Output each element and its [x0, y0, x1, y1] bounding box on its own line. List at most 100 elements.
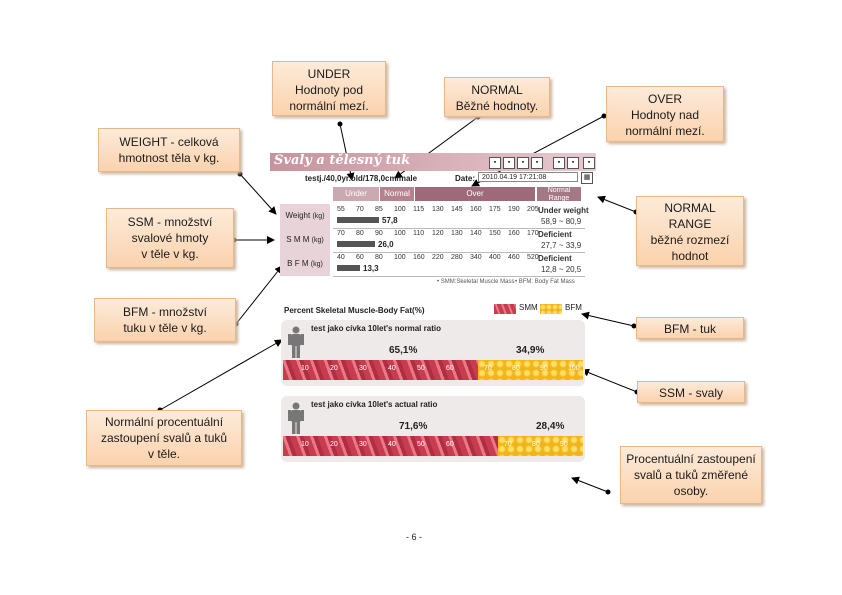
- calendar-icon[interactable]: ▦: [581, 172, 593, 184]
- callout-bfm-line1: BFM - množství: [122, 305, 207, 319]
- tick-label: 80: [375, 254, 383, 261]
- callout-bfm-fat: BFM - tuk: [636, 317, 744, 339]
- row-value-1: 26,0: [378, 240, 394, 249]
- tick-label: 100: [394, 254, 406, 261]
- tick-label: 160: [470, 206, 482, 213]
- callout-normal-pct-line1: Normální procentuální: [104, 415, 224, 429]
- zone-under: Under: [333, 187, 379, 201]
- panel-title: Svaly a tělesný tuk: [274, 153, 411, 168]
- tick-label: 130: [432, 206, 444, 213]
- row-label-text: S M M: [286, 235, 310, 244]
- strip-tick: 60: [446, 365, 454, 372]
- callout-normal-range: NORMAL RANGE běžné rozmezí hodnot: [636, 196, 744, 266]
- row-bar-1: [337, 241, 375, 247]
- tick-label: 220: [432, 254, 444, 261]
- row-label-text: B F M: [287, 259, 309, 268]
- bfm-strip: [498, 436, 583, 456]
- callout-bfm-fat-line1: BFM - tuk: [663, 322, 716, 336]
- row-status-text: Deficient: [538, 254, 572, 263]
- callout-bfm: BFM - množství tuku v těle v kg.: [94, 298, 236, 342]
- strip-tick: 50: [417, 365, 425, 372]
- tick-label: 70: [337, 230, 345, 237]
- callout-under-line1: UNDER: [307, 67, 351, 81]
- pbf-title: Percent Skeletal Muscle-Body Fat(%): [284, 306, 425, 315]
- strip-tick: 60: [446, 441, 454, 448]
- smm-percent: 71,6%: [399, 421, 428, 432]
- callout-over: OVER Hodnoty nad normální mezí.: [606, 86, 724, 142]
- strip-tick: 80: [512, 365, 520, 372]
- callout-ssm-muscle-line1: SSM - svaly: [658, 386, 723, 400]
- footnote-bfm: • BFM: Body Fat Mass: [515, 279, 575, 285]
- callout-weight-line1: WEIGHT - celková: [119, 135, 219, 149]
- legend-smm-label: SMM: [519, 303, 538, 312]
- row-bar-0: [337, 217, 379, 223]
- toolbar-button-7[interactable]: ▪: [583, 157, 595, 169]
- callout-over-line2: Hodnoty nad: [630, 108, 700, 122]
- callout-ssm-line2: svalové hmoty: [131, 231, 209, 245]
- ratio-label: test jako cívka 10let's normal ratio: [311, 324, 441, 333]
- tick-label: 150: [489, 230, 501, 237]
- toolbar-button-6[interactable]: ▪: [567, 157, 579, 169]
- row-range-0: 58,9 ~ 80,9: [541, 217, 582, 226]
- callout-under-line2: Hodnoty pod: [294, 83, 364, 97]
- strip-tick: 10: [301, 365, 309, 372]
- callout-normal-line2: Běžné hodnoty.: [455, 99, 539, 113]
- callout-ssm-muscle: SSM - svaly: [637, 381, 745, 403]
- zone-normal-range: Normal Range: [537, 187, 581, 202]
- tick-label: 90: [375, 230, 383, 237]
- callout-weight-line2: hmotnost těla v kg.: [118, 151, 220, 165]
- row-divider: [333, 228, 585, 229]
- bfm-strip: [478, 360, 583, 380]
- toolbar-button-3[interactable]: ▪: [517, 157, 529, 169]
- tick-label: 70: [356, 206, 364, 213]
- callout-ssm-line1: SSM - množství: [127, 215, 213, 229]
- footnote-smm: • SMM:Skeletal Muscle Mass: [437, 279, 515, 285]
- tick-label: 160: [413, 254, 425, 261]
- tick-label: 175: [489, 206, 501, 213]
- tick-label: 340: [470, 254, 482, 261]
- row-status-2: Deficient: [538, 254, 572, 263]
- callout-measured-pct-line2: svalů a tuků změřené: [633, 468, 749, 482]
- bfm-percent: 34,9%: [516, 345, 545, 356]
- date-label: Date:: [455, 174, 476, 183]
- tick-label: 145: [451, 206, 463, 213]
- date-field[interactable]: 2010.04.19 17:21:08: [478, 172, 578, 182]
- callout-normal-pct-line3: v těle.: [147, 447, 180, 461]
- row-label-1: S M M (kg): [280, 228, 330, 252]
- smm-strip: [283, 360, 478, 380]
- tick-label: 55: [337, 206, 345, 213]
- tick-label: 400: [489, 254, 501, 261]
- row-label-0: Weight (kg): [280, 204, 330, 228]
- tick-label: 280: [451, 254, 463, 261]
- callout-weight: WEIGHT - celková hmotnost těla v kg.: [98, 128, 240, 172]
- smm-percent: 65,1%: [389, 345, 418, 356]
- strip-tick: 10: [301, 441, 309, 448]
- row-range-1: 27,7 ~ 33,9: [541, 241, 582, 250]
- toolbar-button-1[interactable]: ▪: [489, 157, 501, 169]
- strip-tick: 40: [388, 441, 396, 448]
- row-range-2: 12,8 ~ 20,5: [541, 265, 582, 274]
- page-number: - 6 -: [406, 532, 423, 542]
- callout-normal-pct: Normální procentuální zastoupení svalů a…: [86, 410, 242, 466]
- strip-tick: 90: [560, 441, 568, 448]
- legend-smm-swatch: [494, 304, 516, 314]
- tick-label: 40: [337, 254, 345, 261]
- toolbar-button-4[interactable]: ▪: [531, 157, 543, 169]
- strip-tick: 40: [388, 365, 396, 372]
- tick-label: 205: [527, 206, 539, 213]
- callout-measured-pct-line3: osoby.: [673, 484, 709, 498]
- toolbar-button-5[interactable]: ▪: [553, 157, 565, 169]
- toolbar-button-2[interactable]: ▪: [503, 157, 515, 169]
- legend-bfm-swatch: [540, 304, 562, 314]
- ratio-label: test jako cívka 10let's actual ratio: [311, 400, 438, 409]
- row-bar-2: [337, 265, 360, 271]
- tick-label: 100: [394, 206, 406, 213]
- callout-measured-pct: Procentuální zastoupení svalů a tuků změ…: [620, 446, 762, 504]
- person-figure-icon: [288, 326, 304, 358]
- tick-label: 60: [356, 254, 364, 261]
- zone-over: Over: [415, 187, 535, 201]
- strip-tick: 100: [588, 441, 600, 448]
